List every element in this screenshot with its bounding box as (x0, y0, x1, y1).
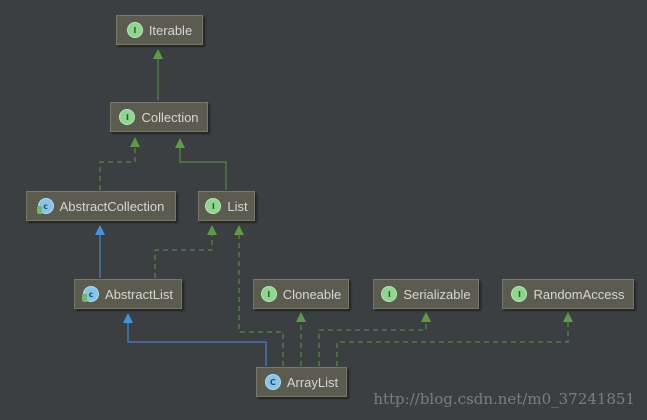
node-label: RandomAccess (533, 286, 625, 302)
interface-icon: I (511, 286, 528, 302)
class-icon: C (264, 374, 281, 390)
node-abstract-list[interactable]: c AbstractList (74, 279, 182, 309)
node-label: Collection (141, 109, 199, 125)
node-list[interactable]: I List (198, 191, 255, 221)
abstract-class-icon: c (82, 286, 100, 302)
edge-abstractcollection-implements-collection (99, 137, 140, 190)
edge-arraylist-implements-serializable (318, 312, 431, 366)
edge-list-extends-collection (175, 138, 227, 190)
node-collection[interactable]: I Collection (110, 102, 208, 132)
interface-icon: I (119, 109, 136, 125)
node-label: AbstractList (105, 286, 173, 302)
interface-icon: I (260, 286, 277, 302)
node-abstract-collection[interactable]: c AbstractCollection (26, 191, 176, 221)
edge-abstractlist-implements-list (154, 225, 217, 278)
node-label: Iterable (148, 22, 193, 38)
node-label: Cloneable (282, 286, 342, 302)
node-iterable[interactable]: I Iterable (116, 15, 203, 45)
node-label: ArrayList (286, 374, 339, 390)
node-serializable[interactable]: I Serializable (373, 279, 479, 309)
watermark-url: http://blog.csdn.net/m0_37241851 (373, 390, 635, 408)
edge-arraylist-implements-list (234, 225, 284, 366)
edge-arraylist-extends-abstractlist (123, 313, 267, 366)
node-cloneable[interactable]: I Cloneable (253, 279, 349, 309)
interface-icon: I (205, 198, 222, 214)
node-random-access[interactable]: I RandomAccess (502, 279, 634, 309)
interface-icon: I (126, 22, 143, 38)
node-label: List (227, 198, 248, 214)
edge-arraylist-implements-randomaccess (336, 312, 573, 366)
node-label: AbstractCollection (59, 198, 165, 214)
abstract-class-icon: c (36, 198, 54, 214)
node-label: Serializable (403, 286, 471, 302)
interface-icon: I (381, 286, 398, 302)
node-array-list[interactable]: C ArrayList (256, 367, 347, 397)
